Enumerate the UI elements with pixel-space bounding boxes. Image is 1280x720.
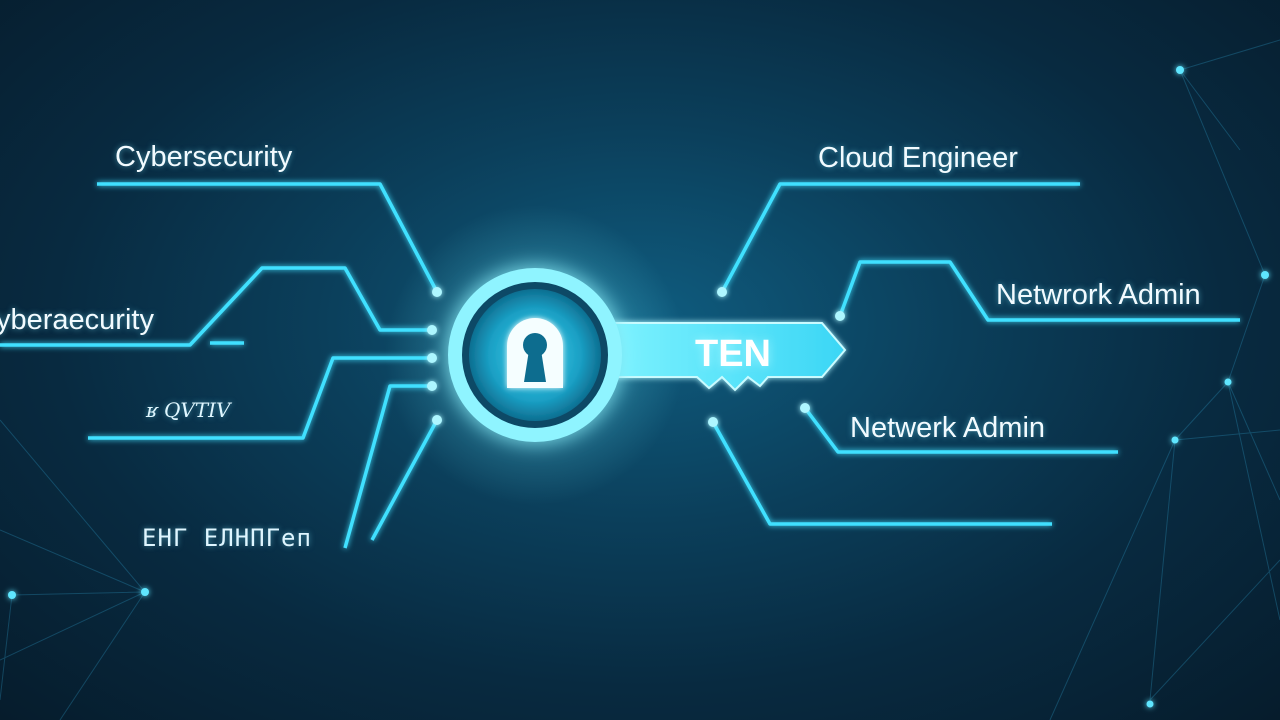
background-network [0,39,1280,720]
left-label-cybersecurity-2: yberaecurity [0,304,154,336]
left-label-cybersecurity: Cybersecurity [115,141,293,173]
key-label: TEN [695,333,771,375]
right-label-cloud-engineer: Cloud Engineer [818,142,1018,174]
right-label-network-admin: Netwrork Admin [996,279,1201,311]
background-nodes [8,66,1269,708]
right-label-network-admin-2: Netwerk Admin [850,412,1046,444]
padlock-icon [507,318,563,388]
key-shaft [599,322,847,392]
left-label-garbled-2: ЕНГ ЕЛНПГеп [142,524,312,552]
left-label-garbled-1: ʁ QVTIV [146,398,231,422]
connector-lines [0,182,1240,549]
